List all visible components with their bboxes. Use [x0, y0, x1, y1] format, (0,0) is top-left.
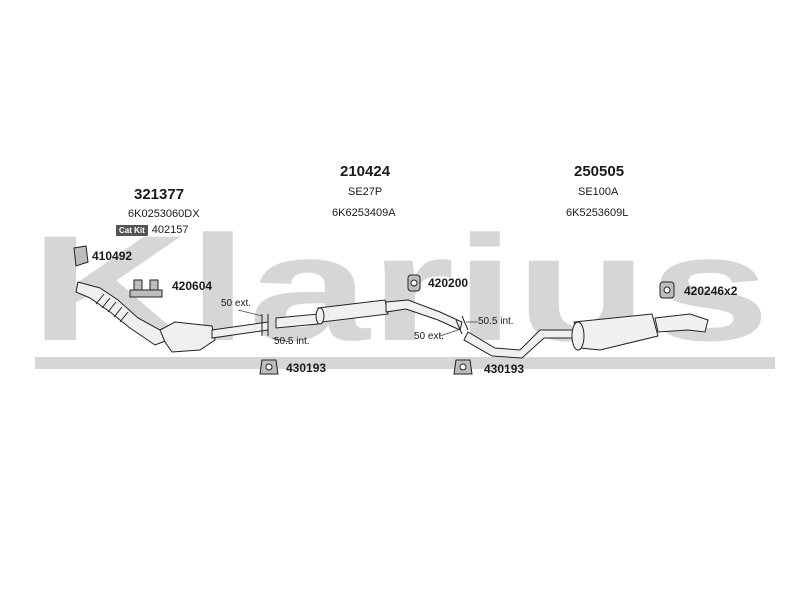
- assembly-2-model: SE27P: [348, 186, 383, 198]
- center-muffler-end: [315, 307, 325, 325]
- part-420200: 420200: [428, 276, 469, 290]
- flex-section: [95, 293, 129, 323]
- joint-2: [455, 315, 469, 335]
- assembly-1-number: 321377: [134, 186, 185, 203]
- catalytic-converter: [159, 321, 216, 353]
- dim-label-1-ext: 50 ext.: [221, 298, 252, 309]
- part-410492: 410492: [92, 249, 133, 263]
- clamp-icon: [129, 279, 163, 298]
- dim-label-2-ext: 50 ext.: [414, 331, 445, 342]
- dim-label-2-int: 50.5 int.: [478, 316, 514, 327]
- cat-kit-number: 402157: [151, 224, 189, 236]
- assembly-3-code: 6K5253609L: [566, 207, 629, 219]
- rear-muffler-end: [571, 321, 585, 351]
- assembly-3-model: SE100A: [578, 186, 619, 198]
- dim-line-1b: [271, 337, 291, 343]
- hanger-pair-icon: [659, 281, 675, 299]
- joint-1: [261, 314, 269, 336]
- watermark-underline: [35, 357, 775, 369]
- tailpipe: [654, 313, 709, 333]
- assembly-3-number: 250505: [574, 163, 625, 180]
- dim-line-2a: [439, 329, 459, 337]
- center-inlet-pipe: [275, 313, 319, 329]
- dim-label-1-int: 50.5 int.: [274, 336, 310, 347]
- part-420246x2: 420246x2: [684, 284, 738, 298]
- part-430193-b: 430193: [484, 362, 525, 376]
- gasket-icon: [73, 245, 89, 267]
- hanger-icon: [407, 274, 421, 292]
- assembly-2-number: 210424: [340, 163, 391, 180]
- mounting-rubber-icon: [259, 359, 279, 375]
- cat-kit-badge: Cat Kit: [116, 224, 148, 236]
- assembly-1-code: 6K0253060DX: [128, 208, 200, 220]
- dim-line-1a: [237, 309, 263, 317]
- mounting-rubber-icon: [453, 359, 473, 375]
- assembly-2-code: 6K6253409A: [332, 207, 396, 219]
- front-pipe: [75, 281, 169, 346]
- part-420604: 420604: [172, 279, 213, 293]
- part-430193-a: 430193: [286, 361, 327, 375]
